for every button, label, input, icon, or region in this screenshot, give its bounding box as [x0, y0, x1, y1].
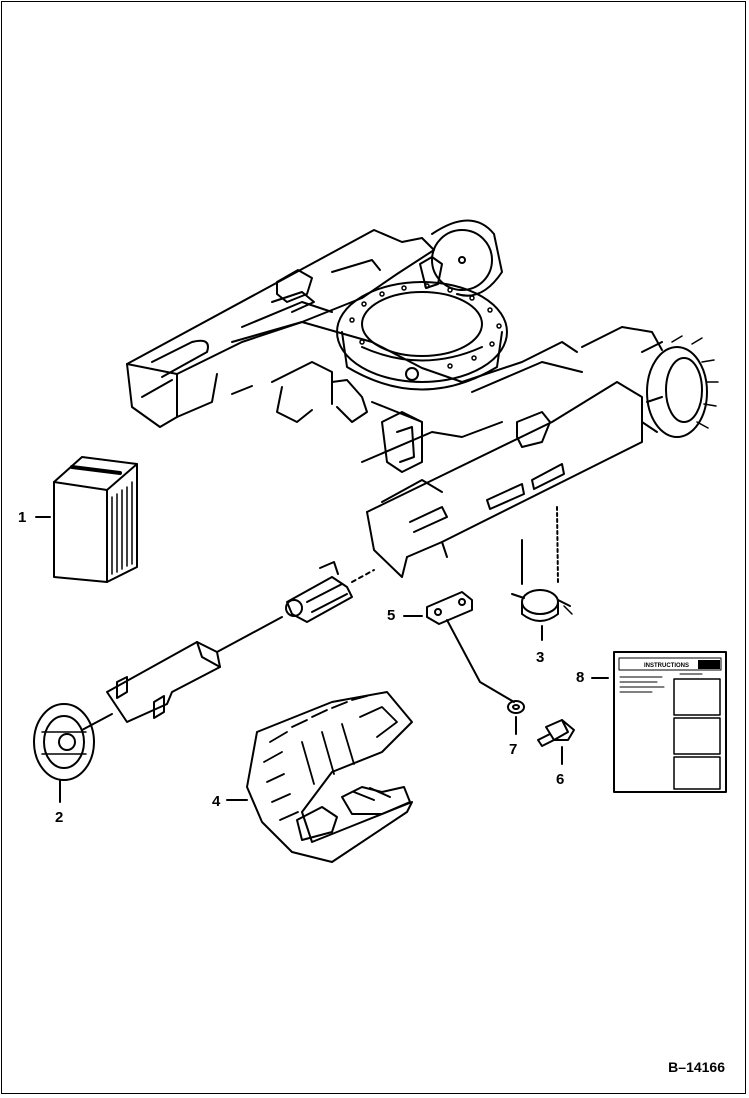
part-6-bolt — [537, 719, 575, 765]
callout-1: 1 — [18, 509, 27, 526]
part-7-washer — [507, 700, 525, 735]
callout-3: 3 — [536, 649, 545, 666]
part-4-track — [226, 691, 413, 863]
part-8-instruction-decal — [591, 651, 727, 793]
callout-6: 6 — [556, 771, 565, 788]
figure-reference-number: B–14166 — [668, 1059, 725, 1075]
callout-4: 4 — [212, 793, 221, 810]
part-5-bracket-plate — [403, 591, 515, 703]
callout-7: 7 — [509, 741, 518, 758]
part-2-idler-wheel — [33, 703, 113, 803]
part-1-block — [35, 456, 138, 583]
track-adjuster-spring — [285, 561, 375, 623]
callout-5: 5 — [387, 607, 396, 624]
part-3-grease-valve — [511, 506, 573, 641]
callout-2: 2 — [55, 809, 64, 826]
idler-yoke — [106, 616, 283, 723]
undercarriage-frame — [126, 219, 719, 578]
decal-title: INSTRUCTIONS — [644, 663, 689, 669]
callout-8: 8 — [576, 669, 585, 686]
